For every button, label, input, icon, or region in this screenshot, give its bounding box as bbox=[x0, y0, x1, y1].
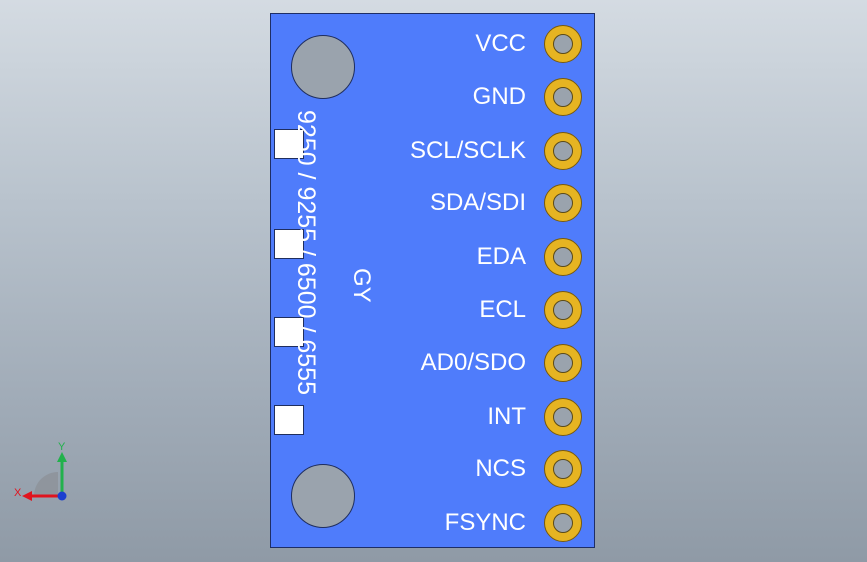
mounting-hole-bottom bbox=[291, 464, 355, 528]
pin-label: SDA/SDI bbox=[429, 189, 526, 216]
pin-ecl[interactable]: ECL bbox=[271, 290, 596, 330]
model-number-label: 9250 / 9255 / 6500 / 6555 bbox=[292, 110, 320, 395]
pin-ncs[interactable]: NCS bbox=[271, 449, 596, 489]
x-axis-arrow-icon bbox=[22, 491, 32, 501]
pin-label: GND bbox=[472, 83, 526, 110]
pin-label: VCC bbox=[475, 30, 526, 57]
pin-label: NCS bbox=[475, 455, 526, 482]
pin-label: EDA bbox=[476, 243, 526, 270]
pin-ring bbox=[544, 132, 582, 170]
pin-eda[interactable]: EDA bbox=[271, 237, 596, 277]
brand-label: GY bbox=[348, 268, 375, 303]
z-axis-dot-icon bbox=[57, 491, 67, 501]
pin-fsync[interactable]: FSYNC bbox=[271, 503, 596, 543]
pcb-board[interactable]: VCC GND SCL/SCLK SDA/SDI EDA ECL AD0/SDO bbox=[270, 13, 595, 548]
triad-arc-icon bbox=[34, 472, 58, 496]
solder-pad-1 bbox=[274, 129, 304, 159]
pin-sda-sdi[interactable]: SDA/SDI bbox=[271, 183, 596, 223]
pin-label: ECL bbox=[479, 296, 526, 323]
solder-pad-3 bbox=[274, 317, 304, 347]
pin-ring bbox=[544, 184, 582, 222]
solder-pad-4 bbox=[274, 405, 304, 435]
x-axis-label: X bbox=[14, 487, 22, 499]
y-axis-arrow-icon bbox=[57, 452, 67, 462]
mounting-hole-top bbox=[291, 35, 355, 99]
axis-triad: X Y bbox=[14, 441, 67, 501]
pin-label: FSYNC bbox=[444, 509, 526, 536]
pin-ring bbox=[544, 238, 582, 276]
pin-vcc[interactable]: VCC bbox=[271, 24, 596, 64]
pin-ad0-sdo[interactable]: AD0/SDO bbox=[271, 343, 596, 383]
pin-ring bbox=[544, 291, 582, 329]
pin-ring bbox=[544, 78, 582, 116]
y-axis-label: Y bbox=[58, 441, 66, 453]
pin-ring bbox=[544, 344, 582, 382]
pin-int[interactable]: INT bbox=[271, 397, 596, 437]
solder-pad-2 bbox=[274, 229, 304, 259]
pin-ring bbox=[544, 450, 582, 488]
pin-label: AD0/SDO bbox=[420, 349, 526, 376]
pin-ring bbox=[544, 504, 582, 542]
pin-gnd[interactable]: GND bbox=[271, 77, 596, 117]
pin-scl-sclk[interactable]: SCL/SCLK bbox=[271, 131, 596, 171]
pin-label: INT bbox=[487, 403, 526, 430]
pin-label: SCL/SCLK bbox=[409, 137, 526, 164]
pin-ring bbox=[544, 398, 582, 436]
pin-ring bbox=[544, 25, 582, 63]
